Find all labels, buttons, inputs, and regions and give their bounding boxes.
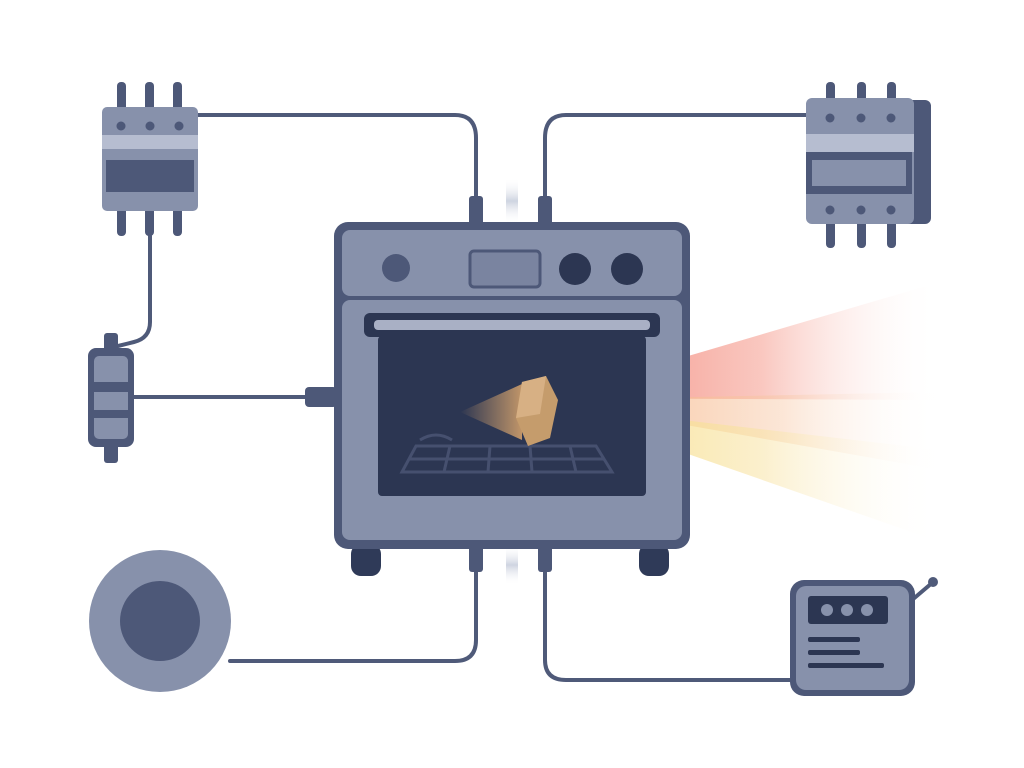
circuit-breaker-icon <box>102 82 198 236</box>
heat-source-glow <box>460 384 522 440</box>
wire-oven-to-monitor <box>543 568 792 682</box>
wire-breaker-to-oven <box>196 113 478 200</box>
contactor-icon <box>806 82 931 248</box>
inline-fuse-icon <box>88 333 134 463</box>
oven-rack <box>399 433 615 474</box>
oven-knob-left <box>559 253 591 285</box>
wireless-monitor-icon <box>790 580 915 696</box>
wire-contactor-to-oven <box>543 113 812 200</box>
wires <box>116 113 934 682</box>
dial-gauge-icon <box>89 550 231 692</box>
oven-light-indicator <box>382 254 410 282</box>
wire-oven-to-gauge <box>228 568 478 663</box>
center-guide-bottom <box>506 545 518 585</box>
wire-breaker-to-fuse <box>116 234 152 348</box>
antenna-tip <box>928 577 938 587</box>
oven-icon <box>305 196 690 576</box>
oven-knob-right <box>611 253 643 285</box>
center-guide-top <box>506 178 518 224</box>
wire-monitor-antenna <box>910 581 934 602</box>
oven-display <box>468 249 542 289</box>
